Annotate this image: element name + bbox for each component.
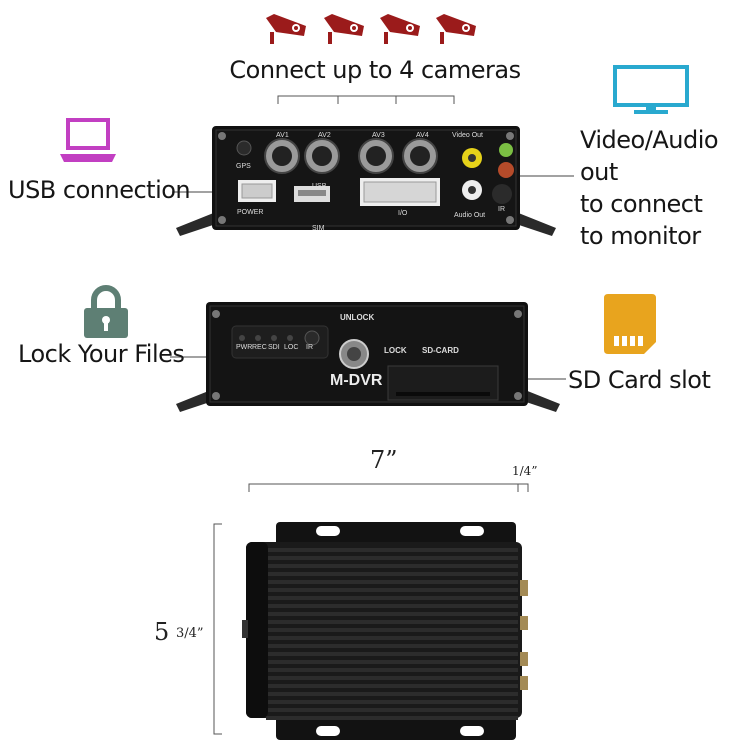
sd-card-slot-label: SD Card slot [568,366,711,394]
led-label: IR [306,344,313,351]
laptop-icon [60,118,116,162]
offset-dimension-label: 1/4” [512,464,538,478]
heatsink-fins [266,548,518,720]
lock-icon [84,285,128,338]
camera-icons-group [266,14,476,44]
lock-position-label: LOCK [384,346,407,355]
sd-card-front-label: SD-CARD [422,346,459,355]
heatsink-fin [266,652,518,656]
security-camera-icon [380,14,420,44]
heatsink-fin [266,620,518,624]
heatsink-fin [266,604,518,608]
usb-connection-label: USB connection [8,176,191,204]
led-label: SDI [268,344,280,351]
heatsink-fin [266,644,518,648]
heatsink-fin [266,700,518,704]
io-port-label: I/O [398,210,408,217]
height-dimension-main: 5 [154,618,170,646]
security-camera-icon [436,14,476,44]
av2-port-label: AV2 [318,132,331,139]
video-audio-line-1: Video/Audio out [580,126,719,186]
av4-port-label: AV4 [416,132,429,139]
heatsink-fin [266,668,518,672]
heatsink-fin [266,588,518,592]
led-label: PWR [236,344,253,351]
gps-port-label: GPS [236,163,251,170]
heatsink-fin [266,580,518,584]
dvr-front-panel [176,302,560,412]
av-connectors [264,138,438,174]
dvr-rear-panel: GPS [176,126,556,236]
video-audio-line-3: to monitor [580,222,701,250]
heatsink-fin [266,596,518,600]
heatsink-fin [266,572,518,576]
heatsink-fin [266,684,518,688]
av1-port-label: AV1 [276,132,289,139]
sd-card-icon [604,294,656,354]
brand-label: M-DVR [330,372,383,389]
av3-port-label: AV3 [372,132,385,139]
heatsink-fin [266,548,518,552]
heatsink-fin [266,556,518,560]
security-camera-icon [266,14,306,44]
ir-port-label: IR [498,206,505,213]
heatsink-fin [266,676,518,680]
led-label: REC [252,344,267,351]
heatsink-fin [266,564,518,568]
power-port-label: POWER [237,209,264,216]
height-dimension-fraction: 3/4” [176,626,204,641]
video-out-port-label: Video Out [452,132,484,139]
width-dimension-label: 7” [370,446,398,474]
security-camera-icon [324,14,364,44]
heatsink-fin [266,612,518,616]
heatsink-fin [266,628,518,632]
lock-your-files-label: Lock Your Files [18,340,185,368]
unlock-label: UNLOCK [340,313,375,322]
sim-port-label: SIM [312,225,325,232]
heatsink-fin [266,716,518,720]
video-audio-out-label: Video/Audio out to connect to monitor [580,124,750,252]
heatsink-fin [266,692,518,696]
audio-out-port-label: Audio Out [454,212,486,219]
heatsink-fin [266,660,518,664]
usb-port-label: USB [312,183,327,190]
heatsink-fin [266,708,518,712]
dvr-top-view [242,522,528,740]
monitor-icon [613,65,689,114]
connect-cameras-label: Connect up to 4 cameras [229,56,521,84]
led-label: LOC [284,344,299,351]
video-audio-line-2: to connect [580,190,703,218]
heatsink-fin [266,636,518,640]
